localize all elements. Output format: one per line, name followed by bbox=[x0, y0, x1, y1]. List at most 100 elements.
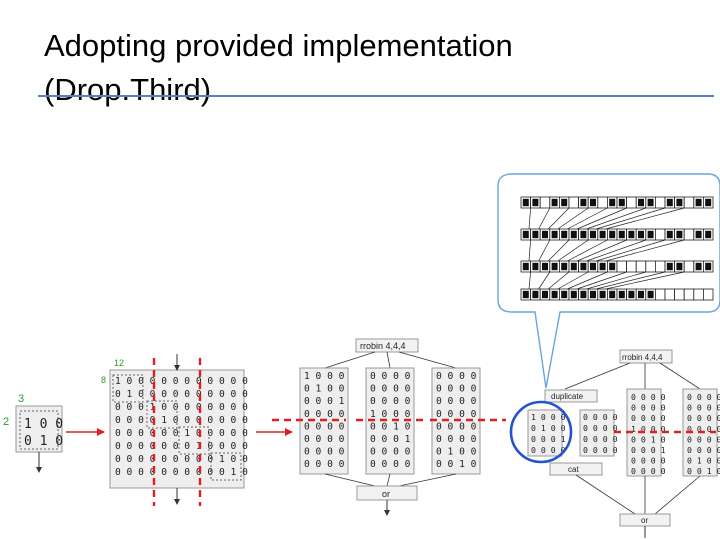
split-block-2-row: 0 0 0 0 bbox=[370, 459, 411, 470]
split-block-3-row: 0 0 0 0 bbox=[436, 371, 477, 382]
callout-cell bbox=[626, 196, 637, 209]
callout-cell-mark bbox=[628, 230, 635, 239]
callout-arrow bbox=[605, 239, 685, 262]
callout-cell-mark bbox=[666, 262, 673, 271]
impl-block-2-row: 0 0 0 0 bbox=[687, 403, 720, 413]
callout-cell-mark bbox=[647, 230, 654, 239]
callout-sequences bbox=[520, 196, 714, 301]
callout-cell-mark bbox=[638, 290, 644, 299]
source-row-2: 0 1 0 bbox=[24, 434, 63, 449]
callout-cell-mark bbox=[532, 198, 539, 207]
split-block-1-row: 0 0 0 0 bbox=[304, 459, 345, 470]
callout-cell-mark bbox=[676, 198, 683, 207]
callout-cell bbox=[683, 196, 695, 209]
callout-cell bbox=[664, 288, 676, 301]
split-block-1-row: 1 0 0 0 bbox=[304, 371, 345, 382]
callout-arrow bbox=[576, 207, 627, 230]
callout-cell-mark bbox=[551, 230, 558, 239]
callout-cell-mark bbox=[522, 290, 529, 299]
callout-cell bbox=[616, 260, 628, 273]
split-block-1-row: 0 0 0 0 bbox=[304, 447, 345, 458]
split-block-1-row: 0 0 0 1 bbox=[304, 396, 345, 407]
impl-input-row: 0 0 0 1 bbox=[531, 434, 566, 444]
callout-cell bbox=[655, 228, 666, 241]
split-block-3-row: 0 0 1 0 bbox=[436, 459, 477, 470]
impl-block-2-row: 0 0 0 0 bbox=[687, 392, 720, 402]
tile-box-2 bbox=[146, 400, 178, 429]
source-dim-height: 2 bbox=[3, 416, 9, 428]
slide-title-line-1: Adopting provided implementation bbox=[44, 28, 513, 63]
impl-merge-3 bbox=[654, 475, 701, 515]
impl-edge-3 bbox=[659, 362, 701, 390]
callout-cell-mark bbox=[609, 230, 616, 239]
callout-cell bbox=[568, 196, 580, 209]
callout-cell bbox=[655, 196, 666, 209]
callout-cell-mark bbox=[609, 290, 616, 299]
expanded-row-3: 0 0 0 1 0 0 0 0 0 0 0 0 bbox=[115, 402, 248, 413]
impl-block-2-row: 0 0 1 0 bbox=[687, 466, 720, 476]
callout-arrow bbox=[596, 207, 666, 230]
impl-join-label: or bbox=[641, 516, 648, 525]
expanded-row-8: 0 0 0 0 0 0 0 0 0 0 1 0 bbox=[115, 467, 248, 478]
split-block-2-row: 0 0 0 0 bbox=[370, 447, 411, 458]
callout-cell-mark bbox=[647, 290, 654, 299]
callout-cell-mark bbox=[561, 262, 568, 271]
callout-cell-mark bbox=[532, 290, 539, 299]
impl-zero-row: 0 0 0 0 bbox=[583, 434, 618, 444]
callout-cell-mark bbox=[570, 230, 577, 239]
callout-cell-mark bbox=[599, 262, 606, 271]
expanded-row-7: 0 0 0 0 0 0 0 0 0 1 0 0 bbox=[115, 454, 248, 465]
callout-cell-mark bbox=[676, 230, 683, 239]
callout-cell-mark bbox=[618, 290, 625, 299]
callout-arrow bbox=[557, 239, 589, 262]
implementation-stage: rrobin 4,4,4 duplicate 1 0 0 00 1 0 00 0… bbox=[509, 349, 720, 538]
slide-title-line-2: (Drop.Third) bbox=[44, 72, 212, 107]
callout-cell bbox=[655, 288, 666, 301]
callout-cell-mark bbox=[695, 198, 702, 207]
callout-cell-mark bbox=[580, 230, 587, 239]
callout-cell-mark bbox=[542, 262, 548, 271]
source-matrix-inner-box bbox=[19, 410, 59, 450]
impl-block-1-row: 0 0 0 0 bbox=[631, 392, 666, 402]
impl-zero-row: 0 0 0 0 bbox=[583, 445, 618, 455]
split-block-2-row: 0 0 0 1 bbox=[370, 434, 411, 445]
split-block-1-row: 0 0 0 0 bbox=[304, 421, 345, 432]
callout-cell-mark bbox=[551, 290, 558, 299]
callout-arrow bbox=[547, 239, 570, 262]
impl-input-block bbox=[527, 409, 563, 457]
split-block-1-row: 0 1 0 0 bbox=[304, 384, 345, 395]
callout-arrow bbox=[528, 271, 531, 290]
callout-cell-mark bbox=[551, 262, 558, 271]
expanded-row-5: 0 0 0 0 0 0 1 0 0 0 0 0 bbox=[115, 428, 248, 439]
impl-zero-row: 0 0 0 0 bbox=[583, 412, 618, 422]
callout-arrow bbox=[567, 239, 608, 262]
callout-cell bbox=[674, 288, 685, 301]
expanded-row-4: 0 0 0 0 1 0 0 0 0 0 0 0 bbox=[115, 415, 248, 426]
callout-cell bbox=[597, 196, 608, 209]
impl-block-2-row: 0 0 0 0 bbox=[687, 434, 720, 444]
callout-arrow bbox=[538, 239, 551, 262]
callout-cell bbox=[703, 288, 714, 301]
split-block-1-row: 0 0 0 0 bbox=[304, 409, 345, 420]
split-block-2-row: 0 0 0 0 bbox=[370, 371, 411, 382]
callout-cell-mark bbox=[695, 230, 702, 239]
impl-block-1-row: 0 0 0 0 bbox=[631, 413, 666, 423]
impl-block-2-row: 0 0 0 0 bbox=[687, 445, 720, 455]
impl-block-2-row: 0 0 0 0 bbox=[687, 424, 720, 434]
callout-cell bbox=[683, 260, 695, 273]
callout-cell-mark bbox=[522, 198, 529, 207]
callout-cell-mark bbox=[590, 230, 596, 239]
callout-cell-mark bbox=[599, 230, 606, 239]
split-block-3-row: 0 0 0 0 bbox=[436, 396, 477, 407]
callout-cell bbox=[645, 260, 656, 273]
callout-arrow bbox=[547, 207, 570, 230]
callout-arrow bbox=[596, 271, 666, 290]
impl-block-1-row: 0 0 0 0 bbox=[631, 466, 666, 476]
expanded-matrix-frame bbox=[109, 369, 245, 489]
split-edge-3 bbox=[398, 351, 457, 369]
callout-cell bbox=[683, 288, 695, 301]
highlight-circle bbox=[509, 400, 573, 464]
callout-cell-mark bbox=[590, 198, 596, 207]
callout-cell bbox=[655, 260, 666, 273]
